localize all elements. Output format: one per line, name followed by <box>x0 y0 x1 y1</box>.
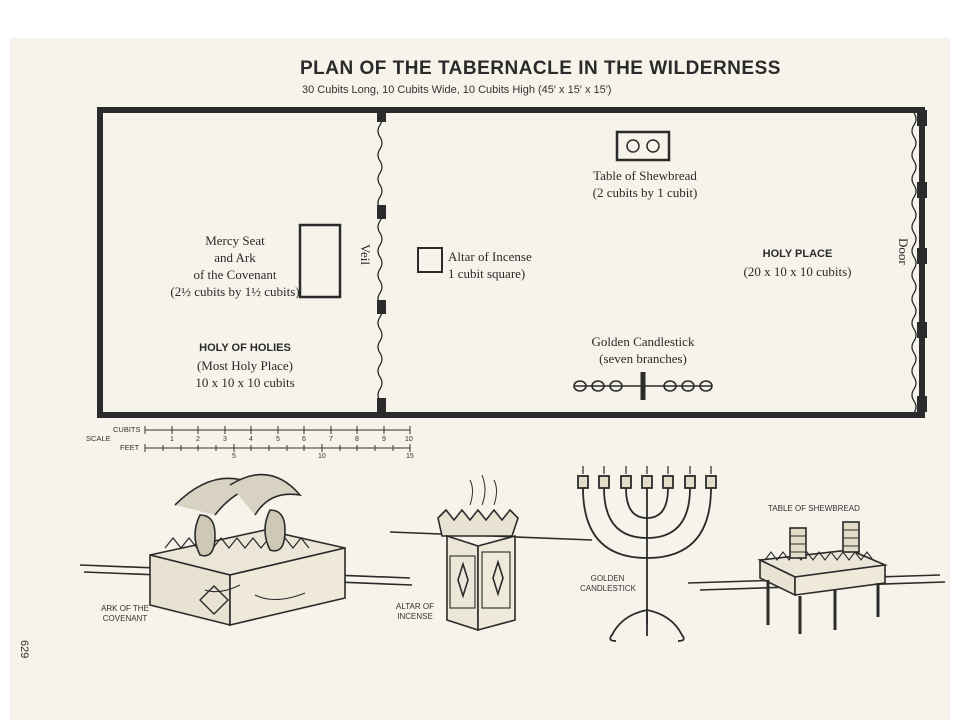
scale-bars <box>144 426 411 452</box>
cubit-tick-2: 2 <box>196 436 200 443</box>
door-label: Door <box>896 238 911 265</box>
ark-label-line-4: (2½ cubits by 1½ cubits) <box>170 284 300 299</box>
cubit-tick-4: 4 <box>249 436 253 443</box>
candlestick-label-block: Golden Candlestick (seven branches) <box>568 333 718 367</box>
altar-caption-line-2: INCENSE <box>397 612 433 621</box>
pillars <box>377 108 927 412</box>
shewbread-table-outline <box>615 130 671 162</box>
diagram-subtitle: 30 Cubits Long, 10 Cubits Wide, 10 Cubit… <box>302 84 612 96</box>
ark-outline <box>298 223 342 299</box>
candlestick-note: (seven branches) <box>599 351 687 366</box>
candlestick-plan <box>573 372 713 400</box>
scale-label: SCALE <box>86 434 111 443</box>
ark-label-block: Mercy Seat and Ark of the Covenant (2½ c… <box>150 232 320 300</box>
holy-place-label-block: HOLY PLACE (20 x 10 x 10 cubits) <box>720 246 875 280</box>
shewbread-table-size: (2 cubits by 1 cubit) <box>592 185 698 200</box>
candlestick-caption-line-1: GOLDEN <box>590 574 625 583</box>
cubit-tick-5: 5 <box>276 436 280 443</box>
scale-feet-label: FEET <box>120 443 140 452</box>
incense-altar-name: Altar of Incense <box>448 249 532 264</box>
ark-illustration <box>79 473 413 627</box>
ark-label-line-1: Mercy Seat <box>205 233 265 248</box>
candlestick-caption: GOLDEN CANDLESTICK <box>580 574 637 594</box>
cubit-tick-1: 1 <box>170 436 174 443</box>
altar-caption-line-1: ALTAR OF <box>396 602 434 611</box>
cubit-tick-3: 3 <box>223 436 227 443</box>
ark-caption-line-2: COVENANT <box>102 614 148 623</box>
feet-tick-15: 15 <box>406 453 414 460</box>
feet-tick-5: 5 <box>232 453 236 460</box>
incense-altar-size: 1 cubit square) <box>448 266 526 281</box>
holy-of-holies-alt-name: (Most Holy Place) <box>196 358 294 373</box>
altar-caption: ALTAR OF INCENSE <box>385 602 445 622</box>
veil-curtain <box>377 112 383 414</box>
cubit-tick-9: 9 <box>382 436 386 443</box>
incense-altar-label-block: Altar of Incense 1 cubit square) <box>448 248 532 282</box>
holy-place-name: HOLY PLACE <box>762 248 833 260</box>
holy-of-holies-dimensions: 10 x 10 x 10 cubits <box>195 375 295 390</box>
ark-caption: ARK OF THE COVENANT <box>90 604 160 624</box>
cubit-tick-6: 6 <box>302 436 306 443</box>
feet-tick-10: 10 <box>318 453 326 460</box>
ark-label-line-3: of the Covenant <box>193 267 277 282</box>
holy-of-holies-name: HOLY OF HOLIES <box>199 342 291 354</box>
candlestick-illustration <box>577 466 717 642</box>
veil-label: Veil <box>358 244 373 265</box>
candlestick-caption-line-2: CANDLESTICK <box>580 584 637 593</box>
diagram-title: PLAN OF THE TABERNACLE IN THE WILDERNESS <box>300 58 781 79</box>
shewbread-table-name: Table of Shewbread <box>593 168 697 183</box>
shewbread-label-block: Table of Shewbread (2 cubits by 1 cubit) <box>570 167 720 201</box>
page-number: 629 <box>18 640 30 659</box>
holy-place-dimensions: (20 x 10 x 10 cubits) <box>743 264 852 279</box>
ark-label-line-2: and Ark <box>214 250 256 265</box>
holy-of-holies-label-block: HOLY OF HOLIES (Most Holy Place) 10 x 10… <box>165 340 325 391</box>
ark-caption-line-1: ARK OF THE <box>101 604 149 613</box>
candlestick-name: Golden Candlestick <box>591 334 695 349</box>
cubit-tick-8: 8 <box>355 436 359 443</box>
door-curtain <box>911 112 917 414</box>
table-caption: TABLE OF SHEWBREAD <box>768 504 860 513</box>
cubit-tick-10: 10 <box>405 436 413 443</box>
cubit-tick-7: 7 <box>329 436 333 443</box>
scale-cubits-label: CUBITS <box>113 425 141 434</box>
table-illustration <box>687 521 946 634</box>
altar-illustration <box>389 474 593 632</box>
incense-altar-outline <box>417 247 443 273</box>
